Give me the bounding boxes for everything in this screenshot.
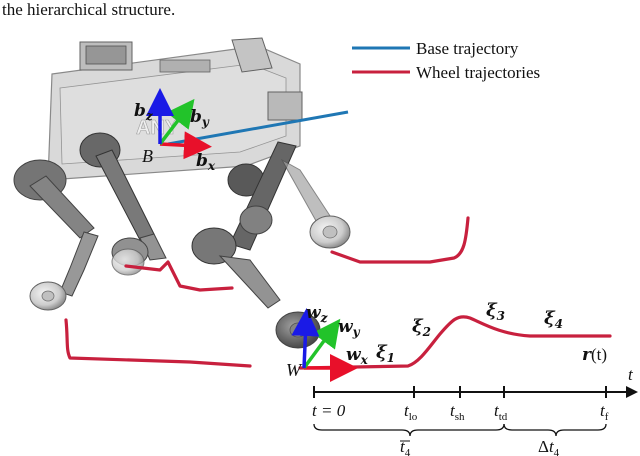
segment-xi-4: ξ4 bbox=[544, 308, 563, 331]
base-frame: B bx by bz bbox=[134, 88, 216, 173]
tick-label-td: ttd bbox=[494, 401, 508, 423]
caption-text: the hierarchical structure. bbox=[2, 0, 175, 19]
base-x-axis-arrow bbox=[159, 131, 212, 160]
wheel-trajectory-rear-right bbox=[330, 216, 470, 264]
world-y-label: wy bbox=[338, 317, 361, 339]
segment-xi-3: ξ3 bbox=[486, 300, 505, 323]
segment-labels: ξ1 ξ2 ξ3 ξ4 r(t) bbox=[376, 300, 607, 365]
base-x-label: bx bbox=[196, 151, 216, 173]
timeline: t t = 0 tlo tsh ttd tf t4 Δt4 bbox=[312, 365, 638, 456]
base-z-label: bz bbox=[134, 101, 154, 123]
brace-left bbox=[313, 423, 505, 437]
base-y-axis-arrow bbox=[158, 98, 195, 146]
wheel-trajectory-front-left bbox=[64, 318, 252, 368]
tick-label-start: t = 0 bbox=[312, 401, 346, 420]
world-origin-label: W bbox=[286, 360, 303, 380]
segment-xi-1: ξ1 bbox=[376, 342, 395, 365]
wheel-front-right bbox=[111, 248, 145, 276]
timeline-arrowhead bbox=[626, 386, 638, 398]
tick-label-lo: tlo bbox=[404, 401, 418, 423]
wheel-rear-right bbox=[309, 215, 351, 249]
world-y-axis-arrow bbox=[302, 318, 341, 370]
trajectory-r-label: r(t) bbox=[582, 345, 607, 365]
wheel-trajectory-main bbox=[298, 315, 612, 370]
legend-wheel-label: Wheel trajectories bbox=[416, 63, 540, 82]
brace-right-label: Δt4 bbox=[538, 437, 560, 456]
brace-right bbox=[503, 423, 607, 437]
base-origin-label: B bbox=[142, 146, 153, 166]
timeline-axis-symbol: t bbox=[628, 365, 634, 384]
legend-base-label: Base trajectory bbox=[416, 39, 519, 58]
legend: Base trajectory Wheel trajectories bbox=[352, 39, 540, 82]
brace-left-label: t4 bbox=[400, 437, 411, 456]
base-y-label: by bbox=[190, 107, 210, 129]
robot-illustration: ANY bbox=[13, 37, 351, 349]
world-z-label: wz bbox=[306, 303, 329, 325]
wheel-trajectory-front-right bbox=[124, 260, 234, 292]
wheel-trajectories bbox=[64, 216, 612, 370]
tick-label-f: tf bbox=[600, 401, 609, 423]
tick-label-sh: tsh bbox=[450, 401, 465, 423]
segment-xi-2: ξ2 bbox=[412, 316, 431, 339]
world-frame: W wx wy wz bbox=[286, 303, 369, 382]
world-z-axis-arrow bbox=[291, 308, 320, 369]
world-x-label: wx bbox=[346, 345, 369, 367]
wheel-front-left bbox=[29, 281, 67, 311]
